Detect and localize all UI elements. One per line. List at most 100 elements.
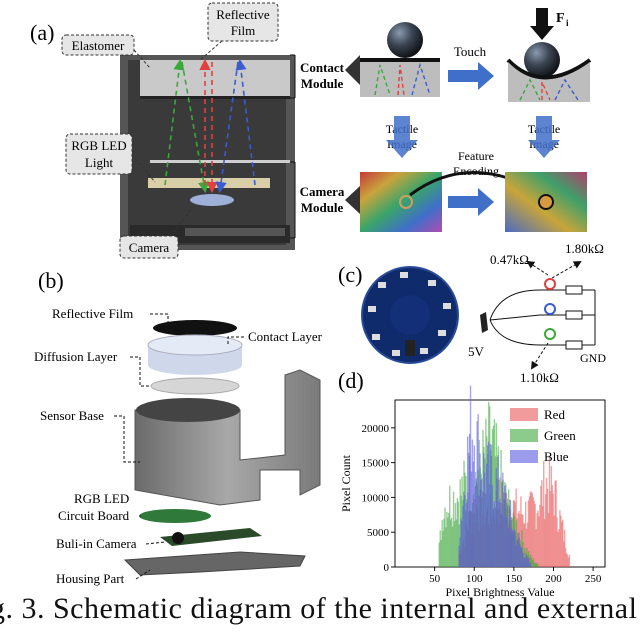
x-axis-label: Pixel Brightness Value: [445, 585, 554, 599]
hist-bar-red: [561, 521, 563, 567]
label-housing-part: Housing Part: [56, 571, 125, 586]
tactile-image-encoded: [505, 172, 587, 232]
hist-bar-blue: [479, 453, 481, 567]
hist-bar-red: [556, 517, 558, 567]
down-arrow-left: [386, 116, 418, 158]
hist-bar-green: [439, 530, 441, 567]
panel-b-letter: (b): [38, 268, 64, 293]
hist-bar-red: [555, 480, 557, 567]
contact-layer-disc: [147, 334, 243, 356]
x-tick-label: 50: [429, 573, 441, 585]
hist-bar-blue: [485, 493, 487, 567]
hist-bar-blue: [483, 453, 485, 567]
legend-label-red: Red: [544, 407, 565, 422]
light-rays: [164, 58, 256, 194]
hist-bar-green: [458, 524, 460, 567]
hist-bar-green: [452, 491, 455, 567]
callout-rgb-led-light: RGB LED Light: [65, 133, 156, 183]
led-circuit-schematic: 5V 0.47kΩ 1.80kΩ 1.10kΩ GND: [468, 241, 606, 385]
hist-bar-blue: [489, 443, 492, 567]
hist-bar-red: [536, 513, 538, 567]
hist-bar-green: [449, 485, 451, 567]
camera-module-label: Camera: [300, 184, 345, 199]
hist-bar-green: [515, 520, 518, 567]
contact-module-before: [345, 22, 440, 97]
hist-bar-blue: [492, 509, 495, 567]
x-tick-label: 200: [545, 573, 562, 585]
svg-text:Feature: Feature: [458, 149, 494, 163]
svg-text:Film: Film: [231, 23, 256, 38]
hist-bar-red: [543, 460, 545, 567]
label-reflective-film: Reflective Film: [52, 306, 133, 321]
hist-bar-red: [549, 491, 552, 567]
hist-bar-red: [563, 541, 565, 567]
hist-bar-blue: [520, 546, 522, 567]
hist-bar-blue: [462, 506, 464, 567]
led-board-photo: [361, 266, 459, 364]
hist-bar-red: [540, 485, 542, 567]
hist-bar-blue: [515, 545, 517, 567]
y-tick-label: 10000: [362, 492, 390, 504]
hist-bar-blue: [485, 463, 488, 567]
hist-bar-red: [541, 480, 543, 567]
hist-bar-green: [508, 489, 510, 567]
hist-bar-blue: [467, 452, 470, 567]
hist-bar-red: [551, 485, 553, 567]
hist-bar-green: [451, 526, 454, 567]
hist-bar-green: [447, 517, 449, 567]
hist-bar-red: [546, 488, 549, 567]
hist-bar-blue: [499, 498, 501, 567]
hist-bar-blue: [524, 558, 526, 567]
hist-bar-green: [456, 498, 459, 567]
hist-bar-blue: [474, 485, 476, 567]
x-tick-label: 250: [585, 573, 602, 585]
hist-bar-blue: [473, 445, 476, 567]
legend-label-green: Green: [544, 428, 576, 443]
hist-bar-blue: [506, 504, 509, 567]
sensor-base-top: [136, 398, 240, 422]
led-circuit-board: [139, 509, 211, 523]
hist-bar-red: [542, 506, 544, 567]
hist-bar-blue: [496, 478, 498, 567]
hist-bar-blue: [486, 445, 489, 567]
x-tick-label: 150: [506, 573, 523, 585]
x-tick-label: 100: [466, 573, 483, 585]
hist-bar-red: [557, 531, 559, 567]
hist-bar-red: [530, 491, 533, 567]
hist-bar-green: [441, 520, 443, 567]
y-tick-label: 20000: [362, 423, 390, 435]
hist-bar-blue: [468, 433, 471, 567]
hist-bar-red: [558, 529, 560, 567]
touch-arrow: Touch: [448, 44, 494, 90]
svg-text:Camera: Camera: [129, 240, 170, 255]
hist-bar-blue: [505, 516, 508, 567]
hist-bar-blue: [478, 495, 480, 567]
contact-module-label: Contact: [300, 60, 345, 75]
led-board: [148, 178, 270, 188]
hist-bar-green: [537, 564, 539, 567]
hist-bar-blue: [524, 557, 527, 567]
hist-bar-blue: [510, 517, 513, 567]
hist-bar-red: [524, 523, 526, 567]
panel-a-letter: (a): [30, 20, 54, 45]
label-rgb-led-board-1: RGB LED: [74, 491, 129, 506]
hist-bar-green: [536, 563, 538, 567]
hist-bar-blue: [458, 545, 460, 567]
hist-bar-blue: [526, 557, 529, 567]
hist-bar-red: [529, 491, 532, 567]
hist-bar-blue: [512, 532, 514, 567]
y-tick-label: 15000: [362, 458, 390, 470]
hist-bar-red: [564, 548, 567, 567]
hist-bar-blue: [493, 501, 495, 567]
contact-module-pressed: F i: [506, 8, 592, 102]
hist-bar-blue: [487, 441, 490, 567]
hist-bar-red: [547, 512, 550, 567]
callout-camera: Camera: [119, 204, 196, 259]
hist-bar-blue: [511, 530, 514, 567]
hist-bar-blue: [525, 554, 528, 567]
hist-bar-blue: [464, 495, 466, 567]
legend-label-blue: Blue: [544, 449, 569, 464]
hist-bar-green: [448, 513, 450, 567]
hist-bar-red: [566, 554, 569, 567]
